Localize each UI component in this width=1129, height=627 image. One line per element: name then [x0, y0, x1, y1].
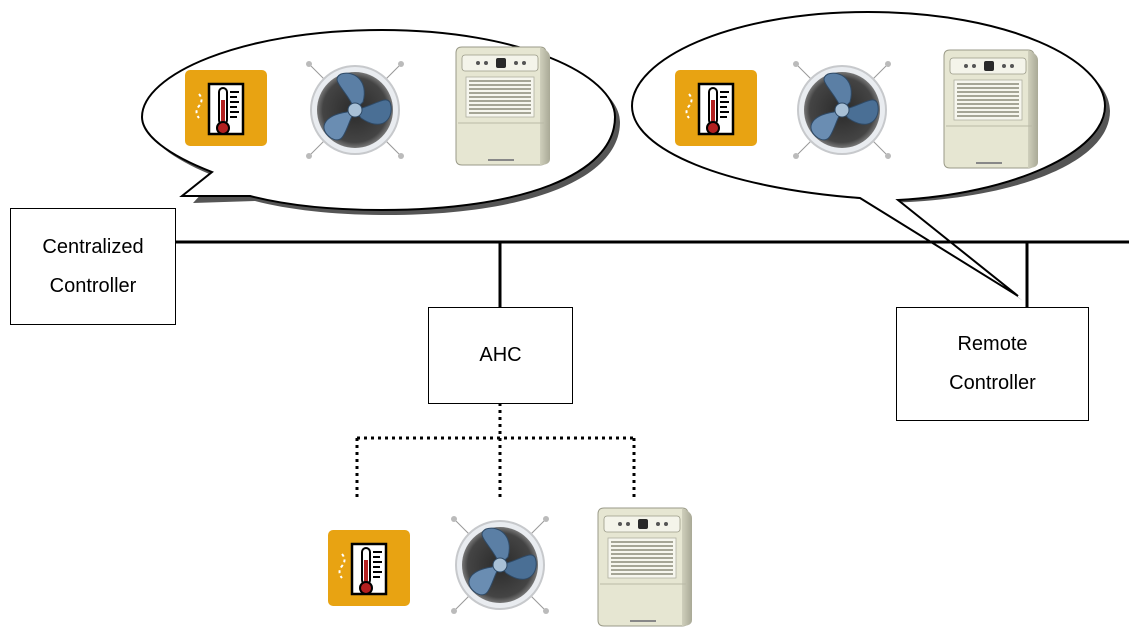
dehumidifier-icon	[597, 507, 693, 627]
fan-icon	[450, 515, 550, 615]
ahc-dotted-branch	[355, 403, 636, 500]
centralized-controller-label-line2: Controller	[49, 274, 137, 297]
thermometer-icon	[183, 68, 269, 148]
speech-bubble-remote	[630, 10, 1110, 301]
ahc-box: AHC	[428, 307, 573, 404]
remote-controller-label-line2: Controller	[949, 372, 1036, 394]
thermometer-icon	[673, 68, 759, 148]
thermometer-icon	[326, 528, 412, 608]
dehumidifier-icon	[455, 46, 551, 166]
remote-controller-label-line1: Remote	[957, 333, 1028, 355]
fan-icon	[792, 60, 892, 160]
dehumidifier-icon	[943, 49, 1039, 169]
centralized-controller-label-line1: Centralized	[42, 235, 144, 258]
ahc-label: AHC	[479, 344, 522, 366]
fan-icon	[305, 60, 405, 160]
centralized-controller-box: Centralized Controller	[10, 208, 176, 325]
remote-controller-box: Remote Controller	[896, 307, 1089, 421]
